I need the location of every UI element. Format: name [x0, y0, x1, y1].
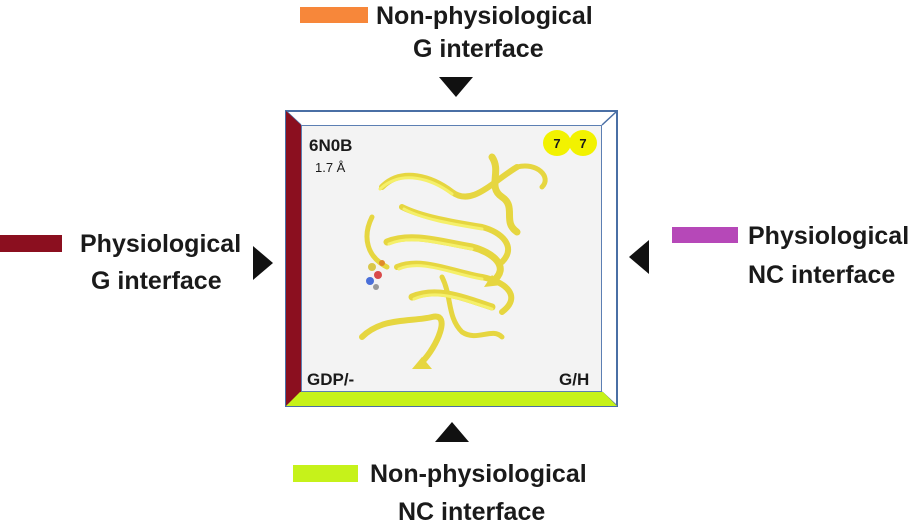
right-legend-swatch — [672, 227, 738, 243]
bottom-label-line1: Non-physiological — [370, 460, 587, 488]
right-label-line2: NC interface — [748, 261, 896, 289]
panel-inner-face — [301, 125, 602, 392]
protein-ribbon-structure — [359, 153, 548, 369]
top-label-line2: G interface — [413, 35, 544, 63]
left-arrow-right-icon — [253, 246, 273, 280]
left-label-line2: G interface — [91, 267, 222, 295]
top-arrow-down-icon — [439, 77, 473, 97]
bottom-edge-highlight — [286, 392, 617, 406]
right-arrow-left-icon — [629, 240, 649, 274]
top-legend-swatch — [300, 7, 368, 23]
right-label-line1: Physiological — [748, 222, 910, 250]
structure-panel: 6N0B 1.7 Å 7 7 — [285, 110, 618, 407]
badge-2: 7 — [569, 130, 597, 156]
corner-label-bottom-right: G/H — [559, 370, 590, 389]
bottom-label-line2: NC interface — [398, 498, 546, 526]
bottom-legend-swatch — [293, 465, 358, 482]
bottom-arrow-up-icon — [435, 422, 469, 442]
left-legend-swatch — [0, 235, 62, 252]
pdb-id: 6N0B — [309, 136, 353, 155]
corner-label-bottom-left: GDP/- — [307, 370, 355, 389]
left-edge-highlight — [286, 111, 301, 406]
badge-1: 7 — [543, 130, 571, 156]
top-label-line1: Non-physiological — [376, 2, 593, 30]
resolution: 1.7 Å — [315, 160, 346, 175]
left-label-line1: Physiological — [80, 230, 242, 258]
